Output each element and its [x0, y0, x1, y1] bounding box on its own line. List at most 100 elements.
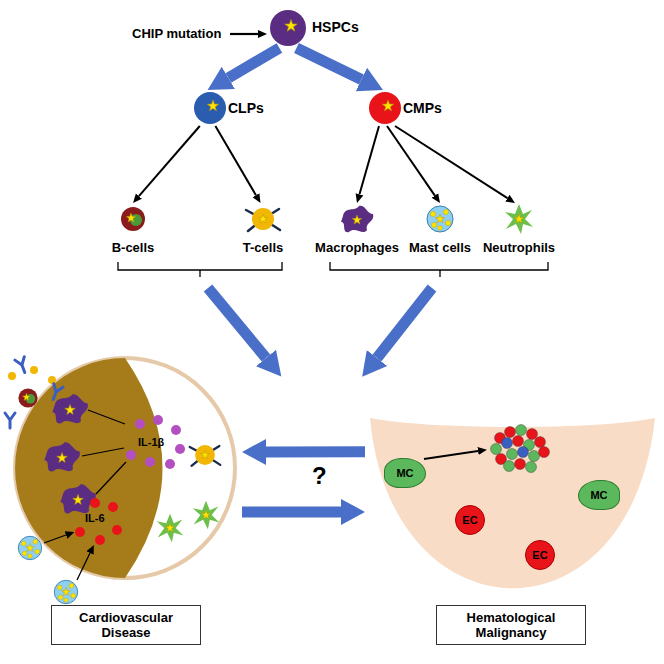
illustration-part	[285, 20, 297, 32]
illustration-part	[502, 438, 513, 449]
illustration-part	[82, 410, 126, 494]
illustration-part	[8, 372, 16, 380]
illustration-part	[246, 208, 280, 231]
illustration-part	[49, 384, 64, 402]
illustration-part	[75, 498, 122, 545]
illustration-part	[18, 388, 37, 407]
illustration-part	[270, 10, 306, 46]
illustration-part	[230, 33, 258, 35]
illustration-part	[15, 357, 30, 375]
illustration-part	[30, 366, 38, 374]
progenitor-cells	[194, 10, 401, 124]
illustration-part	[330, 262, 548, 277]
illustration-part	[529, 451, 540, 462]
block-arrow	[266, 446, 365, 457]
illustration-part	[207, 100, 219, 111]
illustration-part	[526, 462, 537, 473]
progenitor-node: CMPs	[367, 90, 447, 126]
marrow-illustration	[370, 418, 655, 588]
illustration-part	[96, 462, 126, 494]
cell-node: B-cells	[108, 203, 158, 258]
illustration-part	[82, 448, 124, 456]
illustration-part	[90, 498, 100, 508]
node-text: EC	[532, 549, 547, 561]
illustration-part	[44, 442, 79, 471]
node-text: Macrophages	[315, 240, 399, 255]
illustration-part	[535, 437, 546, 448]
illustration-part	[44, 535, 90, 580]
illustration-part	[52, 394, 87, 423]
node-text: HSPCs	[312, 19, 359, 35]
illustration-part	[112, 525, 122, 535]
cell-node: Mast cells	[405, 203, 475, 258]
cell-icons	[121, 204, 533, 234]
illustration-part	[18, 536, 41, 559]
node-text: CMPs	[403, 100, 442, 116]
brackets	[118, 262, 548, 277]
illustration-part	[369, 92, 401, 124]
illustration-part	[515, 459, 526, 470]
artery-illustration	[5, 357, 235, 604]
illustration-part	[505, 204, 533, 234]
progenitor-node: CLPs	[192, 90, 270, 126]
illustration-part	[157, 514, 184, 543]
lineage-arrow	[395, 126, 507, 198]
illustration-part	[424, 451, 478, 459]
disease-label-box: Hematological Malignancy	[436, 605, 586, 645]
illustration-part	[135, 419, 145, 429]
illustration-part	[77, 553, 90, 580]
chip-arrow	[230, 34, 258, 35]
illustration-part	[5, 413, 15, 428]
mutation-label: CHIP mutation	[132, 26, 221, 41]
illustration-part	[491, 425, 550, 473]
illustration-part	[370, 418, 655, 588]
node-text: EC	[462, 514, 477, 526]
illustration-part	[377, 288, 432, 358]
illustration-part	[118, 262, 282, 277]
cytokine-label: IL-1β	[138, 436, 164, 448]
lineage-arrow	[139, 126, 200, 196]
node-text: CLPs	[228, 100, 264, 116]
node-text: Hematological Malignancy	[445, 610, 577, 640]
illustration-part	[427, 206, 453, 232]
cytokine-label: IL-6	[85, 512, 105, 524]
cell-node: Neutrophils	[479, 203, 559, 258]
node-text: MC	[590, 489, 607, 501]
illustration-part	[505, 427, 516, 438]
illustration-part	[126, 415, 185, 469]
illustration-part	[126, 450, 136, 460]
illustration-part	[516, 425, 527, 436]
illustration-part	[8, 366, 56, 384]
illustration-part	[518, 447, 529, 458]
block-arrow	[228, 48, 279, 78]
lineage-arrow	[215, 126, 256, 195]
illustration-part	[193, 501, 220, 530]
lineage-arrow	[359, 126, 379, 194]
illustration-part	[171, 425, 181, 435]
mesenchymal-cell: MC	[578, 480, 620, 510]
illustration-part	[175, 444, 185, 454]
question-mark: ?	[312, 462, 327, 490]
illustration-part	[507, 449, 518, 460]
cell-node: T-cells	[238, 203, 288, 258]
illustration-part	[54, 580, 77, 603]
cell-node: Macrophages	[312, 203, 402, 258]
block-arrow	[297, 48, 362, 80]
node-text: Mast cells	[409, 240, 471, 255]
progenitor-node: HSPCs	[268, 8, 363, 48]
illustration-part	[190, 445, 221, 466]
illustration-part	[165, 459, 175, 469]
mesenchymal-cell: MC	[384, 458, 426, 488]
illustration-part	[121, 207, 145, 231]
illustration-part	[527, 429, 538, 440]
node-text: MC	[396, 467, 413, 479]
illustration-part	[539, 447, 550, 458]
illustration-part	[504, 461, 515, 472]
block-arrow	[242, 506, 341, 517]
illustration-part	[95, 535, 105, 545]
node-text: T-cells	[243, 240, 283, 255]
illustration-part	[145, 457, 155, 467]
illustration-part	[382, 100, 394, 111]
